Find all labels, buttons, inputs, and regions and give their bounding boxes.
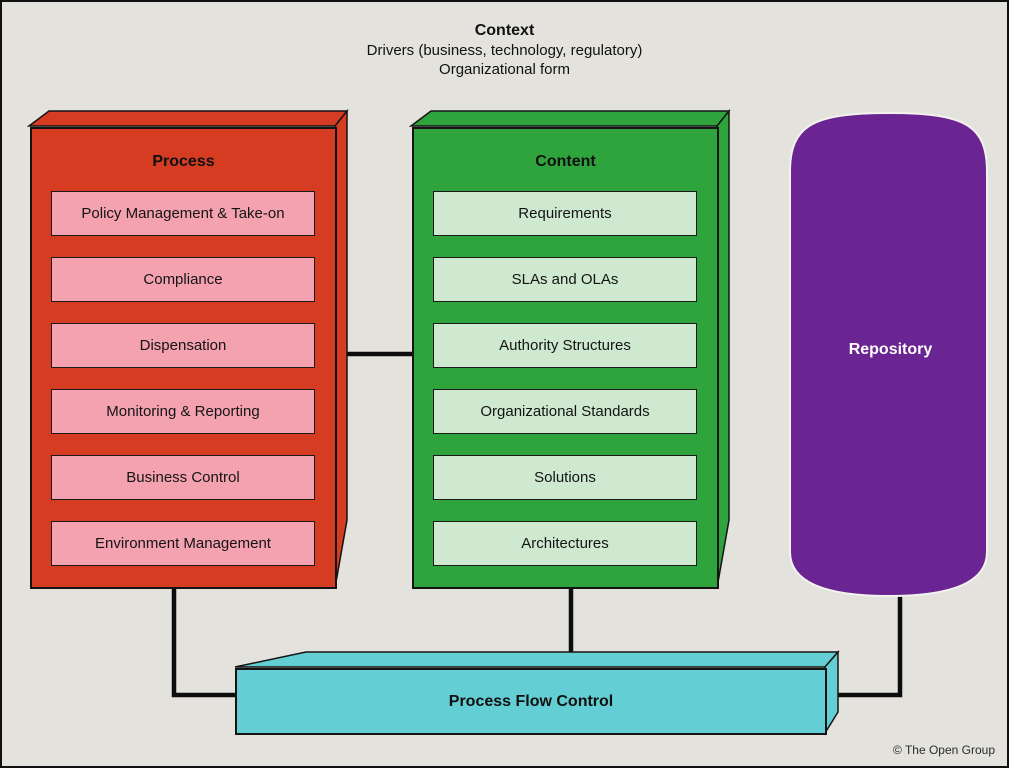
flow-box-top-face <box>234 651 840 668</box>
process-flow-control-label: Process Flow Control <box>448 692 614 710</box>
content-box-title: Content <box>535 153 596 170</box>
connector-repository-flow <box>836 592 903 698</box>
context-title: Context <box>474 22 535 39</box>
process-item-dispensation: Dispensation <box>51 323 315 368</box>
content-item-organizational-standards: Organizational Standards <box>433 389 697 434</box>
process-item-monitoring-reporting: Monitoring & Reporting <box>51 389 315 434</box>
content-box: Content Requirements SLAs and OLAs Autho… <box>412 127 719 589</box>
content-item-authority-structures: Authority Structures <box>433 323 697 368</box>
repository-cylinder <box>789 111 988 598</box>
content-item-requirements: Requirements <box>433 191 697 236</box>
process-box-top-face <box>26 110 349 127</box>
context-drivers-line: Drivers (business, technology, regulator… <box>366 42 643 59</box>
process-item-business-control: Business Control <box>51 455 315 500</box>
process-item-environment-management: Environment Management <box>51 521 315 566</box>
context-org-line: Organizational form <box>439 61 570 78</box>
process-item-compliance: Compliance <box>51 257 315 302</box>
process-flow-control-box: Process Flow Control <box>235 668 827 735</box>
content-box-top-face <box>408 110 731 127</box>
connector-process-flow <box>171 587 238 698</box>
content-item-slas-olas: SLAs and OLAs <box>433 257 697 302</box>
copyright-notice: © The Open Group <box>892 743 995 757</box>
repository-label: Repository <box>848 341 933 358</box>
content-item-solutions: Solutions <box>433 455 697 500</box>
context-header: Context Drivers (business, technology, r… <box>2 21 1007 79</box>
process-item-policy-management: Policy Management & Take-on <box>51 191 315 236</box>
process-box-title: Process <box>152 153 215 170</box>
process-box: Process Policy Management & Take-on Comp… <box>30 127 337 589</box>
content-item-architectures: Architectures <box>433 521 697 566</box>
